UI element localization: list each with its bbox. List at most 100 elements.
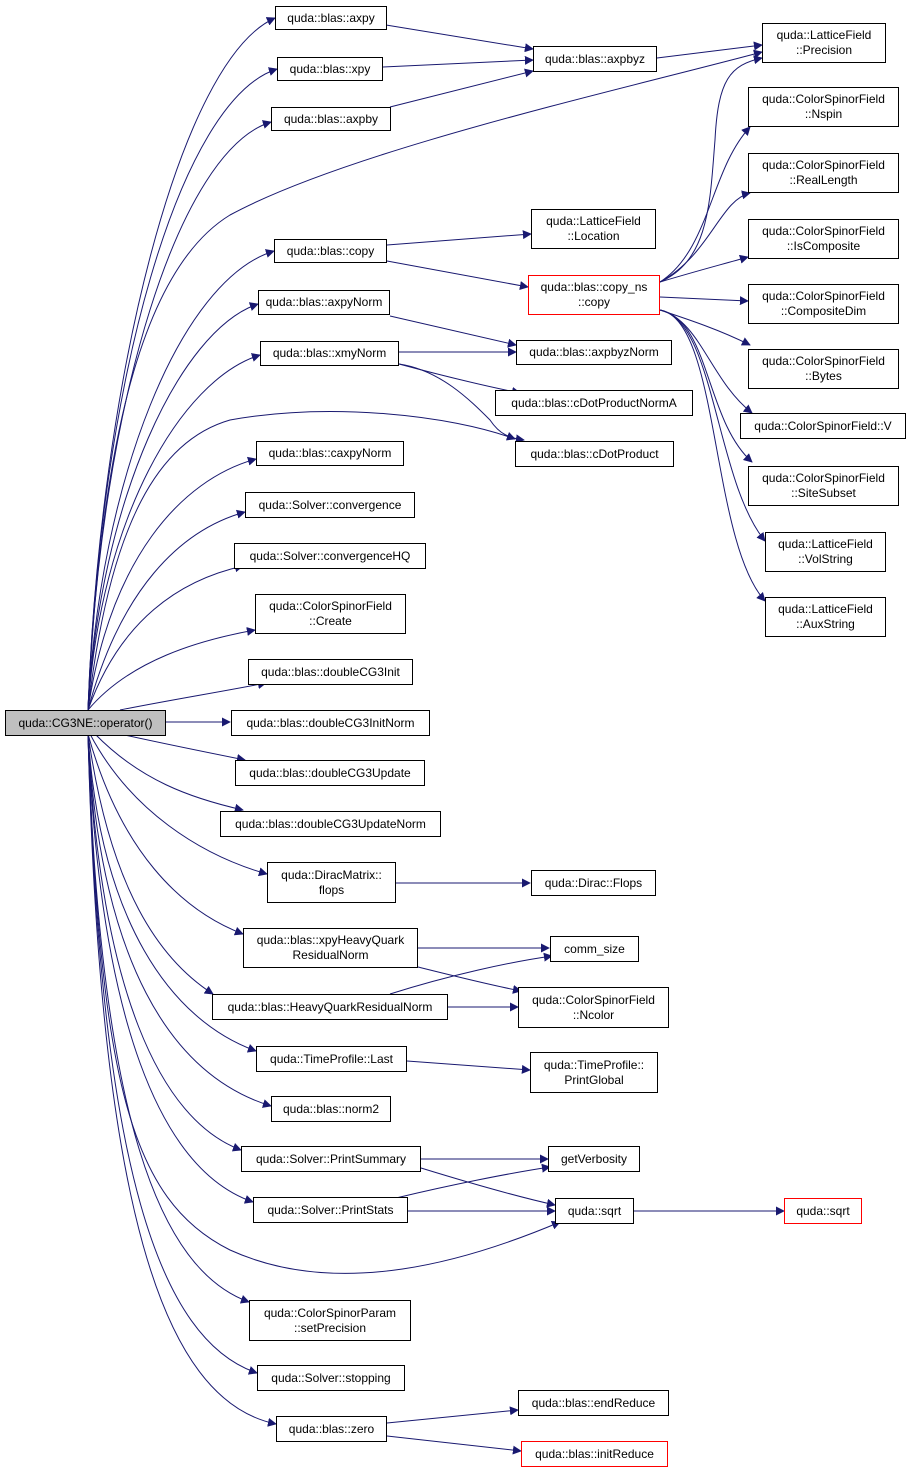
edge-root-dcg3update [119,733,246,763]
node-colorspinorfield-sitesubset[interactable]: quda::ColorSpinorField::SiteSubset [748,466,899,506]
node-blas-heavyquarkresidualnorm[interactable]: quda::blas::HeavyQuarkResidualNorm [212,994,448,1020]
node-latticefield-precision[interactable]: quda::LatticeField::Precision [762,23,886,63]
edge-copyns-iscomposite [659,254,749,283]
node-label: quda::sqrt [796,1203,850,1218]
edge-root-axpby [87,120,272,711]
node-label-line1: quda::ColorSpinorField [532,992,655,1007]
edge-root-precision [87,49,763,711]
node-colorspinorfield-nspin[interactable]: quda::ColorSpinorField::Nspin [748,87,899,127]
node-blas-norm2[interactable]: quda::blas::norm2 [271,1096,391,1122]
node-label: quda::blas::initReduce [535,1446,654,1461]
edge-root-caxpynorm [87,456,257,711]
node-label-line1: quda::ColorSpinorField [762,92,885,106]
node-solver-stopping[interactable]: quda::Solver::stopping [257,1365,405,1391]
node-blas-doublecg3init[interactable]: quda::blas::doubleCG3Init [248,659,413,685]
node-label: quda::Solver::PrintStats [267,1202,394,1217]
edge-copy-copyns [386,260,529,290]
edge-xpyhq-ncolor [417,966,522,994]
node-blas-axpbyz[interactable]: quda::blas::axpbyz [533,46,657,72]
node-colorspinorfield-bytes[interactable]: quda::ColorSpinorField::Bytes [748,349,899,389]
edge-copy-location [386,230,532,246]
node-solver-convergence[interactable]: quda::Solver::convergence [245,492,415,518]
node-label: quda::blas::doubleCG3Update [249,765,411,780]
node-blas-cdotproduct[interactable]: quda::blas::cDotProduct [515,441,674,467]
node-blas-doublecg3initnorm[interactable]: quda::blas::doubleCG3InitNorm [231,710,430,736]
node-label: quda::blas::HeavyQuarkResidualNorm [227,999,433,1014]
node-blas-caxpynorm[interactable]: quda::blas::caxpyNorm [256,441,404,466]
node-blas-xpy[interactable]: quda::blas::xpy [277,57,383,81]
node-colorspinorfield-ncolor[interactable]: quda::ColorSpinorField::Ncolor [518,987,669,1028]
node-label-line1: quda::ColorSpinorField [269,599,392,613]
node-diracmatrix-flops[interactable]: quda::DiracMatrix::flops [267,862,396,903]
node-label-line1: quda::ColorSpinorField [762,158,885,172]
node-blas-doublecg3update[interactable]: quda::blas::doubleCG3Update [235,760,425,786]
edge-root-xmynorm [87,353,261,711]
node-solver-convergencehq[interactable]: quda::Solver::convergenceHQ [234,543,426,569]
node-label: quda::blas::doubleCG3UpdateNorm [235,816,426,831]
edge-root-dcg3init [119,680,267,711]
node-latticefield-auxstring[interactable]: quda::LatticeField::AuxString [765,597,886,637]
edge-copyns-volstring [659,309,766,542]
node-comm-size[interactable]: comm_size [550,936,639,962]
node-getverbosity[interactable]: getVerbosity [548,1146,640,1172]
node-solver-printstats[interactable]: quda::Solver::PrintStats [253,1197,408,1223]
edge-root-diracflops [89,733,268,877]
node-colorspinorfield-v[interactable]: quda::ColorSpinorField::V [740,413,906,439]
node-blas-xmynorm[interactable]: quda::blas::xmyNorm [260,341,399,366]
node-blas-axpby[interactable]: quda::blas::axpby [271,107,391,131]
node-colorspinorfield-compositedim[interactable]: quda::ColorSpinorField::CompositeDim [748,284,899,324]
node-colorspinorfield-reallength[interactable]: quda::ColorSpinorField::RealLength [748,153,899,193]
node-latticefield-location[interactable]: quda::LatticeField::Location [531,209,656,249]
node-label-line2: ::RealLength [789,173,858,187]
edge-root-axpy [87,17,276,711]
node-label: quda::blas::axpy [287,10,375,25]
node-quda-sqrt-overload[interactable]: quda::sqrt [784,1198,862,1224]
node-label: quda::blas::copy [286,243,375,258]
node-timeprofile-last[interactable]: quda::TimeProfile::Last [256,1046,407,1072]
node-blas-cdotproductnorma[interactable]: quda::blas::cDotProductNormA [495,390,693,416]
node-blas-copy-ns[interactable]: quda::blas::copy_ns::copy [528,275,660,315]
node-solver-printsummary[interactable]: quda::Solver::PrintSummary [241,1146,421,1172]
node-label-line2: ::Bytes [805,369,842,383]
node-dirac-flops[interactable]: quda::Dirac::Flops [531,870,656,896]
node-blas-axpbyznorm[interactable]: quda::blas::axpbyzNorm [516,340,672,365]
node-label: quda::blas::doubleCG3InitNorm [246,715,415,730]
node-label-line2: ResidualNorm [292,948,369,962]
node-cg3ne-operator[interactable]: quda::CG3NE::operator() [5,710,166,736]
node-colorspinorfield-create[interactable]: quda::ColorSpinorField::Create [255,594,406,634]
node-label: quda::Dirac::Flops [544,875,643,890]
node-label: quda::blas::zero [288,1421,375,1436]
node-label-line1: quda::ColorSpinorField [762,471,885,485]
node-label-line1: quda::ColorSpinorField [762,224,885,238]
edge-printstats-getverbosity [395,1163,551,1199]
node-blas-doublecg3updatenorm[interactable]: quda::blas::doubleCG3UpdateNorm [220,811,441,837]
node-label: quda::blas::axpbyz [544,51,646,66]
node-blas-endreduce[interactable]: quda::blas::endReduce [518,1390,669,1416]
edge-xmynorm-cdotproduct [398,363,525,444]
node-latticefield-volstring[interactable]: quda::LatticeField::VolString [765,532,886,572]
node-blas-zero[interactable]: quda::blas::zero [276,1416,387,1442]
node-colorspinorparam-setprecision[interactable]: quda::ColorSpinorParam::setPrecision [249,1300,411,1341]
edge-copyns-nspin [659,126,751,283]
node-label-line2: PrintGlobal [564,1072,624,1087]
node-blas-initreduce[interactable]: quda::blas::initReduce [521,1441,668,1467]
edge-root-convergencehq [87,563,244,711]
node-timeprofile-printglobal[interactable]: quda::TimeProfile::PrintGlobal [530,1052,658,1093]
edge-axpbyz-precision [656,41,763,59]
edge-zero-initreduce [386,1435,522,1455]
node-blas-copy[interactable]: quda::blas::copy [274,239,387,263]
node-colorspinorfield-iscomposite[interactable]: quda::ColorSpinorField::IsComposite [748,219,899,259]
node-quda-sqrt[interactable]: quda::sqrt [555,1198,634,1224]
node-label: quda::blas::caxpyNorm [268,446,392,460]
node-label: quda::Solver::stopping [271,1370,391,1385]
node-label-line2: ::VolString [798,552,853,566]
edge-root-hqnorm [87,733,214,995]
node-blas-axpy[interactable]: quda::blas::axpy [275,6,387,30]
node-label-line2: ::copy [577,295,610,309]
node-label: quda::blas::axpbyzNorm [529,345,659,359]
node-blas-axpynorm[interactable]: quda::blas::axpyNorm [258,290,390,315]
node-label: quda::blas::cDotProductNormA [511,395,677,410]
edge-root-last [87,733,257,1053]
